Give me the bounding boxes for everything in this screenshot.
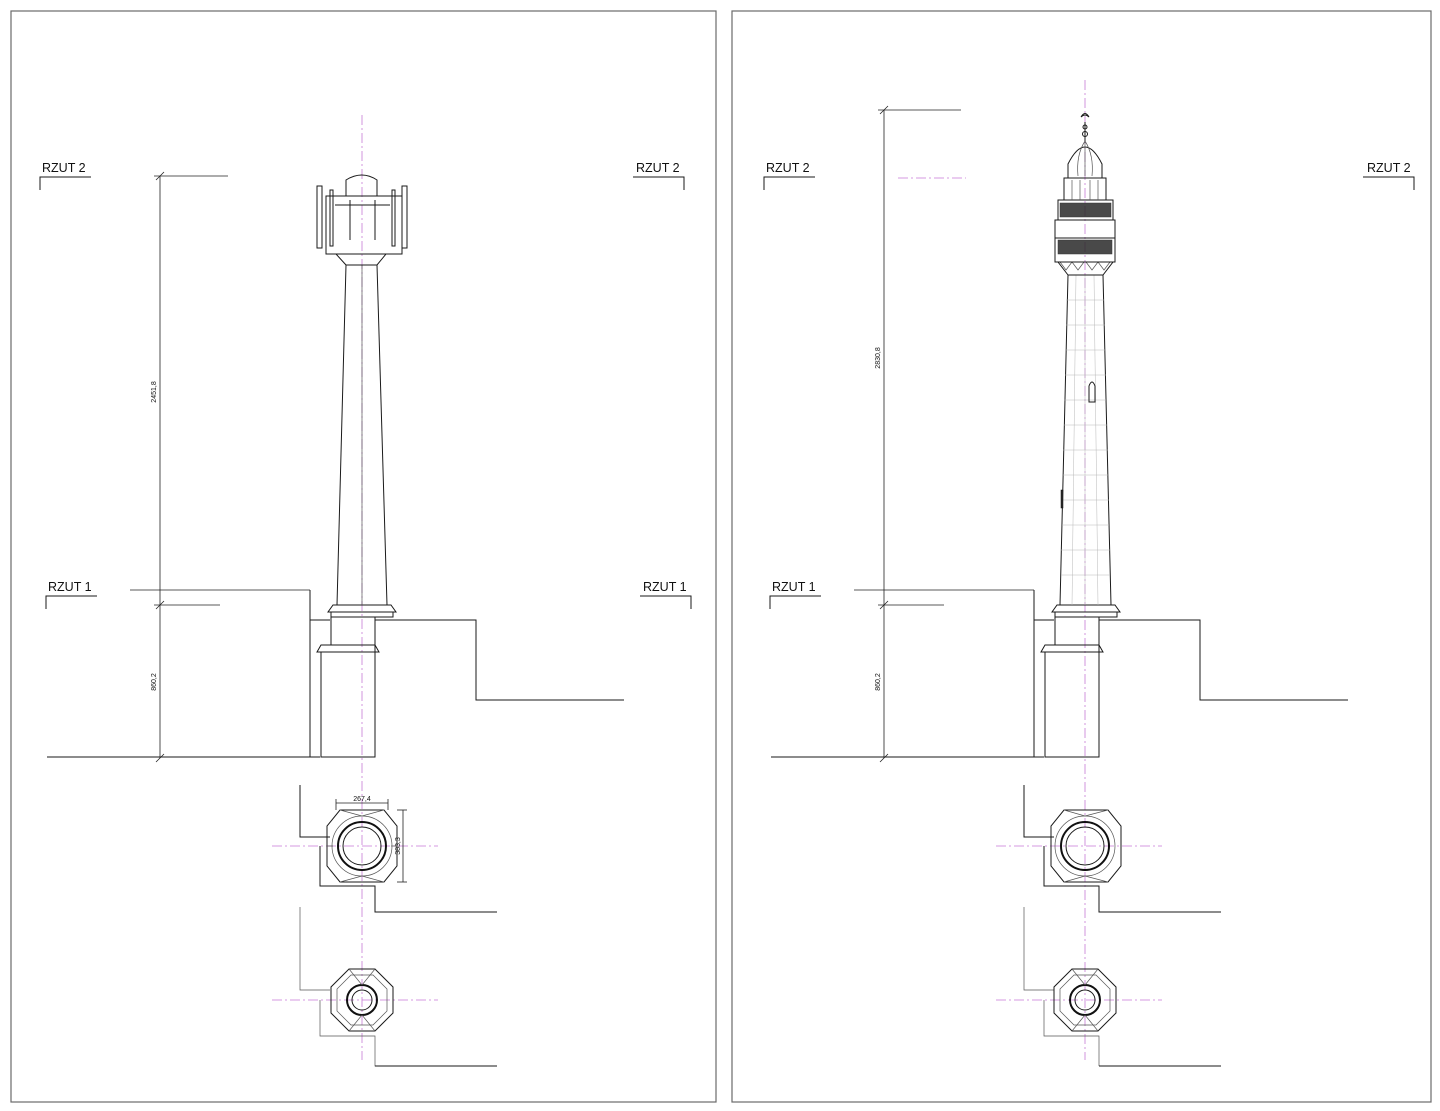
minaret-elevation xyxy=(316,174,408,758)
sheet-right-frame xyxy=(731,10,1432,1103)
terrain-profile xyxy=(771,590,1348,758)
section-label: RZUT 2 xyxy=(636,161,680,175)
dimension-lower-label: 860,2 xyxy=(875,673,882,691)
minaret-elevation xyxy=(1040,113,1121,758)
plan-rzut2 xyxy=(996,907,1221,1067)
section-label: RZUT 2 xyxy=(766,161,810,175)
dimension-plan-height-label: 383,3 xyxy=(395,837,402,855)
crescent-icon xyxy=(1080,113,1090,118)
section-marker-rzut2-right: RZUT 2 xyxy=(633,161,685,190)
section-label: RZUT 2 xyxy=(1367,161,1411,175)
plan-rzut2 xyxy=(272,907,497,1067)
sheet-right: RZUT 2 RZUT 2 RZUT 1 2830,8 860,2 xyxy=(731,10,1432,1103)
section-label: RZUT 1 xyxy=(772,580,816,594)
dimension-lower-label: 860,2 xyxy=(151,673,158,691)
plan-rzut1: 267,4 383,3 xyxy=(272,785,497,913)
section-label: RZUT 2 xyxy=(42,161,86,175)
section-marker-rzut2-left: RZUT 2 xyxy=(763,161,815,190)
sheet-left: RZUT 2 RZUT 2 RZUT 1 RZUT 1 2451,8 8 xyxy=(10,10,717,1103)
section-marker-rzut2-right: RZUT 2 xyxy=(1363,161,1415,190)
dimension-vertical: 2830,8 860,2 xyxy=(854,105,1034,763)
section-marker-rzut1-left: RZUT 1 xyxy=(769,580,821,609)
dimension-plan-width-label: 267,4 xyxy=(353,796,371,803)
section-marker-rzut1-left: RZUT 1 xyxy=(45,580,97,609)
dimension-upper-label: 2830,8 xyxy=(875,347,882,369)
section-marker-rzut2-left: RZUT 2 xyxy=(39,161,91,190)
shaft-masonry-grid xyxy=(1061,274,1110,606)
dimension-upper-label: 2451,8 xyxy=(151,381,158,403)
section-marker-rzut1-right: RZUT 1 xyxy=(640,580,692,609)
terrain-profile xyxy=(47,590,624,758)
dimension-vertical: 2451,8 860,2 xyxy=(130,171,310,763)
section-label: RZUT 1 xyxy=(643,580,687,594)
section-label: RZUT 1 xyxy=(48,580,92,594)
sheet-left-frame xyxy=(10,10,717,1103)
plan-rzut1 xyxy=(996,785,1221,913)
window xyxy=(1088,381,1096,403)
